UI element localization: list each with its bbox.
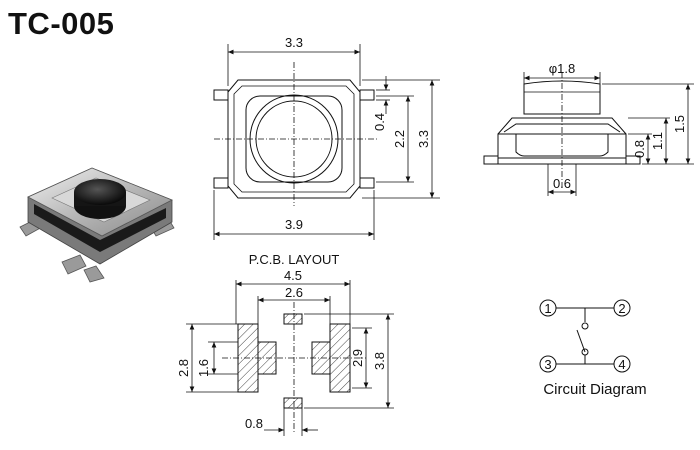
circuit-diagram: 1 2 3 4 Circuit Diagram <box>539 299 647 398</box>
pcb-pad-bottom <box>283 397 303 409</box>
pcb-dim-small: 0.8 <box>245 416 263 431</box>
pin-4-label: 4 <box>618 357 625 372</box>
pcb-dim-inner: 2.6 <box>285 285 303 300</box>
dim-body-height: 0.8 <box>632 140 647 158</box>
pin-1-label: 1 <box>544 301 551 316</box>
side-view-drawing: φ1.8 0.6 1.5 1.1 0.8 <box>483 61 694 196</box>
switch-contact <box>576 329 586 353</box>
pcb-layout-drawing: P.C.B. LAYOUT 4.5 2.6 2.8 1.6 <box>176 252 394 436</box>
circuit-diagram-label: Circuit Diagram <box>543 381 646 398</box>
dim-lead-width: 0.4 <box>372 113 387 131</box>
pcb-dim-total: 3.8 <box>372 352 387 370</box>
pcb-dim-height: 2.8 <box>176 359 191 377</box>
dim-actuator-height: 1.1 <box>650 132 665 150</box>
product-illustration <box>19 167 175 283</box>
pcb-layout-label: P.C.B. LAYOUT <box>249 252 340 267</box>
pin-3-label: 3 <box>544 357 551 372</box>
dim-top-width: 3.3 <box>285 35 303 50</box>
pin-2-label: 2 <box>618 301 625 316</box>
dim-inner-height: 2.2 <box>392 130 407 148</box>
dim-actuator-diameter: φ1.8 <box>549 61 576 76</box>
top-view-drawing: 3.3 3.9 3.3 2.2 0.4 <box>213 35 440 240</box>
pcb-pad-top <box>283 313 303 325</box>
dim-overall-width: 3.9 <box>285 217 303 232</box>
pcb-dim-outer: 4.5 <box>284 268 302 283</box>
page-title: TC-005 <box>8 6 115 41</box>
dim-side-lead: 0.6 <box>553 176 571 191</box>
dim-total-height: 1.5 <box>672 115 687 133</box>
dim-top-height: 3.3 <box>416 130 431 148</box>
pcb-dim-pad: 1.6 <box>196 359 211 377</box>
pcb-dim-right: 2.9 <box>350 349 365 367</box>
